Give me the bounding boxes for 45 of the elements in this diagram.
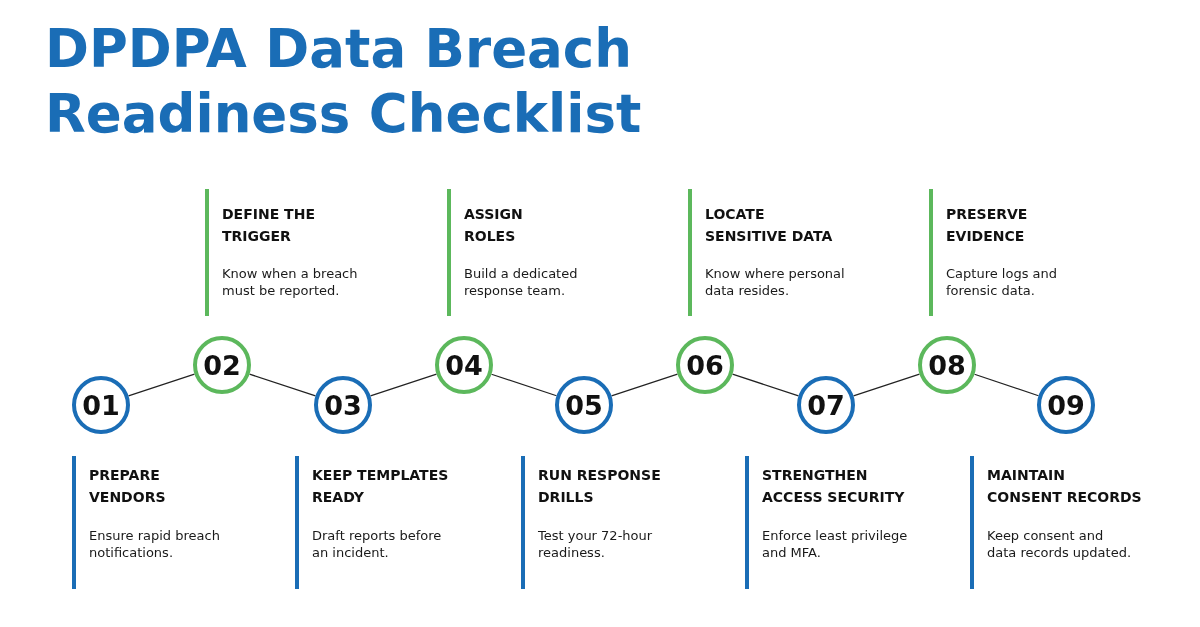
step-heading: STRENGTHEN ACCESS SECURITY	[762, 467, 905, 505]
step-heading: MAINTAIN CONSENT RECORDS	[987, 467, 1142, 505]
step-heading: KEEP TEMPLATES READY	[312, 467, 449, 505]
connector-line	[127, 373, 196, 397]
step-circle	[435, 336, 493, 394]
step-description: Test your 72-hour readiness.	[538, 528, 653, 560]
step-circle	[676, 336, 734, 394]
step-circle	[1037, 376, 1095, 434]
step-circle	[555, 376, 613, 434]
title: DPDPA Data Breach Readiness Checklist	[45, 17, 643, 146]
step-heading: LOCATE SENSITIVE DATA	[705, 206, 833, 244]
step-number: 06	[686, 351, 724, 379]
step-number: 07	[807, 391, 845, 419]
connector-line	[610, 373, 679, 397]
step-circle	[797, 376, 855, 434]
connector-line	[973, 373, 1040, 397]
step-description: Know when a breach must be reported.	[222, 266, 358, 298]
step-number: 03	[324, 391, 362, 419]
step-heading: PRESERVE EVIDENCE	[946, 206, 1028, 244]
step-number: 02	[203, 351, 241, 379]
step-circle	[314, 376, 372, 434]
step-circle	[918, 336, 976, 394]
step-number: 01	[82, 391, 120, 419]
step-description: Keep consent and data records updated.	[987, 528, 1132, 560]
step-heading: PREPARE VENDORS	[89, 467, 166, 505]
step-number: 04	[445, 351, 483, 379]
step-description: Ensure rapid breach notifications.	[89, 528, 220, 560]
step-heading: RUN RESPONSE DRILLS	[538, 467, 661, 505]
connector-line	[731, 373, 800, 397]
step-number: 08	[928, 351, 966, 379]
step-number: 05	[565, 391, 603, 419]
connector-line	[369, 373, 438, 397]
step-circle	[193, 336, 251, 394]
step-description: Capture logs and forensic data.	[946, 266, 1057, 298]
step-description: Draft reports before an incident.	[312, 528, 442, 560]
connector-line	[852, 373, 921, 397]
step-number: 09	[1047, 391, 1085, 419]
step-description: Know where personal data resides.	[705, 266, 845, 298]
step-description: Build a dedicated response team.	[464, 266, 578, 298]
step-circle	[72, 376, 130, 434]
step-description: Enforce least privilege and MFA.	[762, 528, 908, 560]
step-heading: ASSIGN ROLES	[464, 206, 523, 244]
connector-line	[248, 373, 317, 397]
connector-line	[490, 373, 558, 397]
step-heading: DEFINE THE TRIGGER	[222, 206, 315, 244]
